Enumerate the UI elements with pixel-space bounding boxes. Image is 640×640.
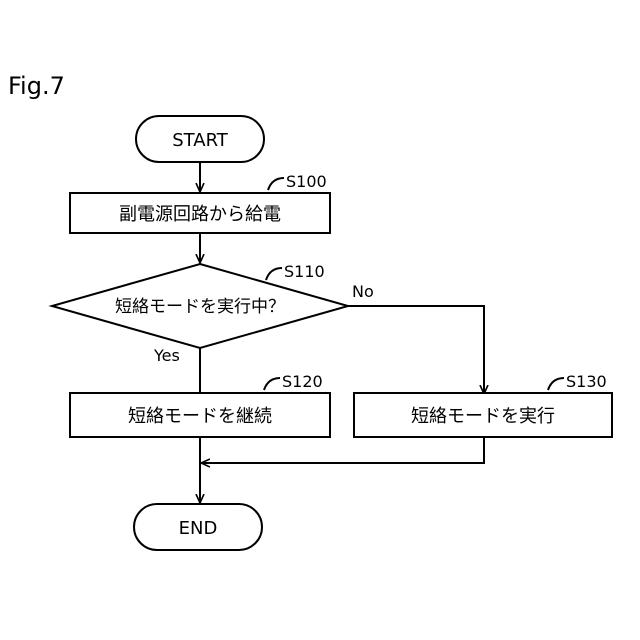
process-s120-text: 短絡モードを継続 [128,406,272,427]
arrow-no-to-s130 [348,306,484,393]
s100-id: S100 [286,172,327,191]
arrow-s130-to-merge [202,437,484,463]
s120-leader [264,378,280,390]
decision-s110-text: 短絡モードを実行中？ [115,297,285,317]
s120-id: S120 [282,372,323,391]
no-label: No [352,282,374,301]
s110-leader [266,268,282,280]
s100-leader [268,178,284,190]
process-s100-text: 副電源回路から給電 [119,204,281,225]
process-s130-text: 短絡モードを実行 [411,406,555,427]
yes-label: Yes [153,346,180,365]
s130-leader [548,378,564,390]
s110-id: S110 [284,262,325,281]
s130-id: S130 [566,372,607,391]
start-label: START [172,130,229,151]
end-label: END [179,518,218,539]
figure-label: Fig.7 [8,72,65,100]
